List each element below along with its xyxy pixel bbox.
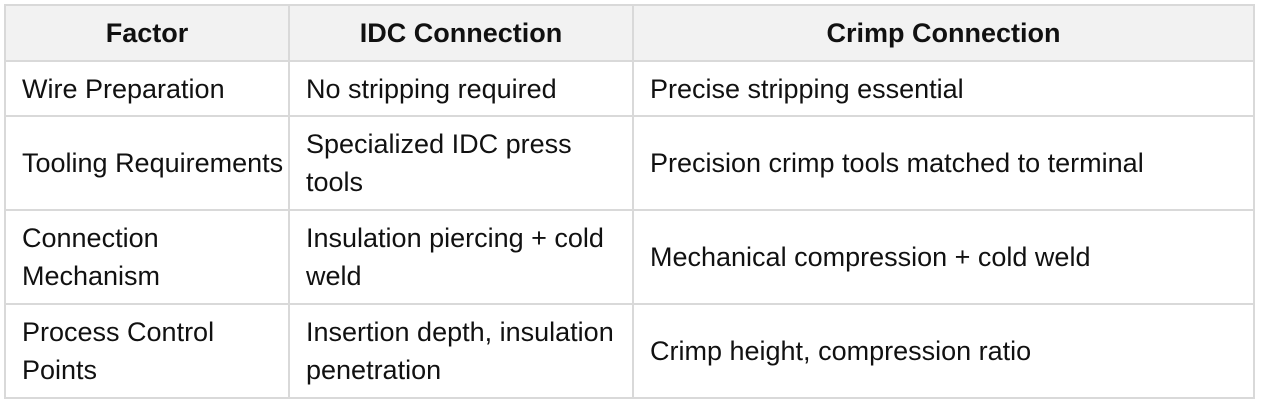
cell-idc: Insertion depth, insulation penetration — [288, 303, 634, 399]
cell-factor: Connection Mechanism — [4, 209, 290, 305]
cell-idc: Insulation piercing + cold weld — [288, 209, 634, 305]
comparison-table: Factor IDC Connection Crimp Connection W… — [4, 4, 1255, 399]
table-row: Connection Mechanism Insulation piercing… — [4, 209, 1255, 305]
cell-idc: No stripping required — [288, 60, 634, 117]
header-row: Factor IDC Connection Crimp Connection — [4, 4, 1255, 62]
table-row: Tooling Requirements Specialized IDC pre… — [4, 115, 1255, 211]
cell-crimp: Precision crimp tools matched to termina… — [632, 115, 1255, 211]
cell-idc: Specialized IDC press tools — [288, 115, 634, 211]
cell-crimp: Mechanical compression + cold weld — [632, 209, 1255, 305]
table-row: Process Control Points Insertion depth, … — [4, 303, 1255, 399]
table-row: Wire Preparation No stripping required P… — [4, 60, 1255, 117]
cell-crimp: Crimp height, compression ratio — [632, 303, 1255, 399]
cell-factor: Wire Preparation — [4, 60, 290, 117]
header-idc-connection: IDC Connection — [288, 4, 634, 62]
cell-crimp: Precise stripping essential — [632, 60, 1255, 117]
cell-factor: Tooling Requirements — [4, 115, 290, 211]
header-factor: Factor — [4, 4, 290, 62]
cell-factor: Process Control Points — [4, 303, 290, 399]
header-crimp-connection: Crimp Connection — [632, 4, 1255, 62]
